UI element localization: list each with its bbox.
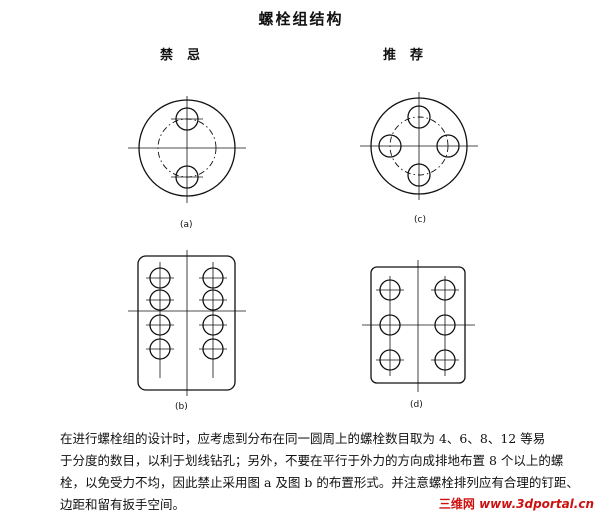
caption-a: (a) bbox=[180, 220, 193, 230]
caption-b: (b) bbox=[175, 402, 188, 412]
bolt-hole bbox=[436, 134, 460, 158]
watermark-brand: 三维网 bbox=[438, 497, 475, 511]
watermark-url: www.3dportal.cn bbox=[479, 497, 594, 511]
bolt-hole bbox=[407, 163, 431, 187]
caption-c: (c) bbox=[414, 215, 426, 225]
description-paragraph: 在进行螺栓组的设计时，应考虑到分布在同一圆周上的螺栓数目取为 4、6、8、12 … bbox=[60, 428, 590, 516]
column-header-recommended: 推荐 bbox=[383, 48, 438, 63]
figure-d-plate bbox=[362, 260, 475, 392]
bolt-hole bbox=[407, 105, 431, 129]
caption-d: (d) bbox=[410, 400, 423, 410]
diagram-title: 螺栓组结构 bbox=[258, 10, 344, 28]
paragraph-line: 于分度的数目，以利于划线钻孔；另外，不要在平行于外力的方向成排地布置 8 个以上… bbox=[60, 453, 564, 468]
figure-c-flange bbox=[360, 92, 478, 200]
paragraph-line: 在进行螺栓组的设计时，应考虑到分布在同一圆周上的螺栓数目取为 4、6、8、12 … bbox=[60, 431, 546, 446]
paragraph-line: 栓，以免受力不均，因此禁止采用图 a 及图 b 的布置形式。并注意螺栓排列应有合… bbox=[60, 475, 579, 490]
bolt-hole bbox=[378, 134, 402, 158]
figure-a-flange bbox=[128, 96, 246, 203]
figure-b-plate bbox=[128, 250, 246, 396]
column-header-forbidden: 禁忌 bbox=[160, 48, 215, 63]
paragraph-line: 边距和留有扳手空间。 bbox=[60, 497, 186, 512]
watermark: 三维网 www.3dportal.cn bbox=[436, 495, 596, 512]
